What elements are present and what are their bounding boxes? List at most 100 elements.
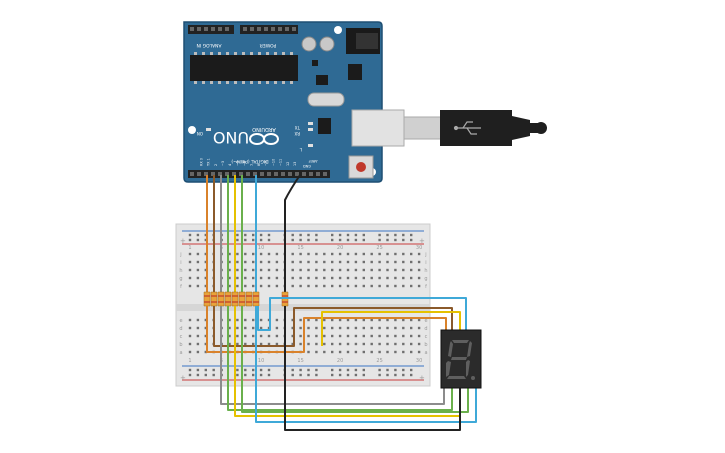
breadboard-hole[interactable]	[410, 318, 413, 322]
breadboard-hole[interactable]	[252, 326, 255, 330]
breadboard-hole[interactable]	[354, 276, 358, 280]
breadboard-hole[interactable]	[275, 318, 279, 322]
breadboard-hole[interactable]	[204, 368, 207, 372]
breadboard-hole[interactable]	[299, 326, 302, 330]
breadboard-hole[interactable]	[346, 342, 350, 346]
breadboard-hole[interactable]	[275, 260, 279, 264]
breadboard-hole[interactable]	[299, 238, 302, 242]
breadboard-hole[interactable]	[394, 318, 397, 322]
breadboard-hole[interactable]	[417, 318, 421, 322]
breadboard-hole[interactable]	[259, 326, 263, 330]
breadboard-hole[interactable]	[410, 252, 413, 256]
breadboard-hole[interactable]	[188, 233, 192, 237]
breadboard-hole[interactable]	[252, 342, 255, 346]
breadboard-hole[interactable]	[244, 342, 247, 346]
breadboard-hole[interactable]	[362, 326, 365, 330]
breadboard-hole[interactable]	[188, 260, 192, 264]
breadboard-hole[interactable]	[362, 276, 365, 280]
breadboard-hole[interactable]	[188, 238, 192, 242]
breadboard-hole[interactable]	[410, 276, 413, 280]
breadboard-hole[interactable]	[291, 238, 294, 242]
breadboard-hole[interactable]	[417, 350, 421, 354]
breadboard-hole[interactable]	[402, 350, 405, 354]
breadboard-hole[interactable]	[259, 260, 263, 264]
breadboard-hole[interactable]	[267, 252, 271, 256]
breadboard-hole[interactable]	[196, 334, 200, 338]
breadboard-hole[interactable]	[299, 260, 302, 264]
breadboard-hole[interactable]	[299, 368, 302, 372]
breadboard-hole[interactable]	[299, 318, 302, 322]
breadboard-hole[interactable]	[417, 284, 421, 288]
breadboard-hole[interactable]	[244, 276, 247, 280]
breadboard-hole[interactable]	[323, 326, 326, 330]
breadboard-hole[interactable]	[291, 268, 294, 272]
breadboard-hole[interactable]	[378, 238, 381, 242]
breadboard-hole[interactable]	[417, 334, 421, 338]
breadboard-hole[interactable]	[386, 342, 389, 346]
breadboard-hole[interactable]	[259, 233, 263, 237]
breadboard-hole[interactable]	[402, 276, 405, 280]
breadboard-hole[interactable]	[244, 284, 247, 288]
breadboard-hole[interactable]	[402, 268, 405, 272]
wire-cyan-to-display[interactable]	[255, 306, 477, 423]
breadboard-hole[interactable]	[338, 276, 342, 280]
breadboard-hole[interactable]	[362, 350, 365, 354]
breadboard-hole[interactable]	[307, 233, 310, 237]
breadboard-hole[interactable]	[386, 260, 389, 264]
breadboard-hole[interactable]	[402, 342, 405, 346]
breadboard-hole[interactable]	[394, 350, 397, 354]
breadboard-hole[interactable]	[252, 368, 255, 372]
breadboard-hole[interactable]	[267, 368, 271, 372]
wire-yellow-2-to-display[interactable]	[321, 311, 461, 346]
breadboard-hole[interactable]	[410, 268, 413, 272]
breadboard-hole[interactable]	[394, 260, 397, 264]
breadboard-hole[interactable]	[204, 233, 207, 237]
breadboard-hole[interactable]	[346, 326, 350, 330]
digital-header[interactable]	[188, 170, 330, 178]
breadboard-hole[interactable]	[362, 373, 365, 377]
breadboard-hole[interactable]	[291, 260, 294, 264]
breadboard-hole[interactable]	[338, 350, 342, 354]
breadboard-hole[interactable]	[417, 276, 421, 280]
breadboard-hole[interactable]	[370, 260, 373, 264]
breadboard-hole[interactable]	[362, 318, 365, 322]
breadboard-hole[interactable]	[299, 233, 302, 237]
breadboard-hole[interactable]	[252, 373, 255, 377]
breadboard-hole[interactable]	[315, 334, 318, 338]
breadboard-hole[interactable]	[331, 260, 334, 264]
breadboard-hole[interactable]	[354, 373, 358, 377]
breadboard-hole[interactable]	[259, 342, 263, 346]
breadboard-hole[interactable]	[386, 268, 389, 272]
breadboard-hole[interactable]	[331, 326, 334, 330]
breadboard-hole[interactable]	[362, 334, 365, 338]
breadboard-hole[interactable]	[386, 276, 389, 280]
breadboard-hole[interactable]	[267, 238, 271, 242]
breadboard-hole[interactable]	[346, 334, 350, 338]
breadboard-hole[interactable]	[354, 268, 358, 272]
breadboard-hole[interactable]	[212, 373, 215, 377]
breadboard-hole[interactable]	[315, 284, 318, 288]
breadboard-hole[interactable]	[196, 326, 200, 330]
breadboard-hole[interactable]	[362, 284, 365, 288]
breadboard-hole[interactable]	[228, 334, 231, 338]
breadboard-hole[interactable]	[378, 368, 381, 372]
breadboard-hole[interactable]	[267, 260, 271, 264]
breadboard-hole[interactable]	[370, 268, 373, 272]
breadboard-hole[interactable]	[244, 268, 247, 272]
breadboard-hole[interactable]	[307, 284, 310, 288]
breadboard-hole[interactable]	[204, 350, 207, 354]
breadboard-hole[interactable]	[196, 276, 200, 280]
breadboard-hole[interactable]	[275, 276, 279, 280]
arduino-board[interactable]: ANALOG IN POWER UNO ARDUINO	[183, 21, 383, 183]
breadboard-hole[interactable]	[252, 252, 255, 256]
breadboard-hole[interactable]	[307, 268, 310, 272]
breadboard-hole[interactable]	[410, 368, 413, 372]
breadboard-hole[interactable]	[346, 350, 350, 354]
breadboard-hole[interactable]	[196, 268, 200, 272]
breadboard-hole[interactable]	[236, 368, 239, 372]
breadboard-hole[interactable]	[315, 373, 318, 377]
breadboard-hole[interactable]	[410, 342, 413, 346]
breadboard-hole[interactable]	[331, 350, 334, 354]
breadboard-hole[interactable]	[307, 334, 310, 338]
breadboard-hole[interactable]	[346, 233, 350, 237]
